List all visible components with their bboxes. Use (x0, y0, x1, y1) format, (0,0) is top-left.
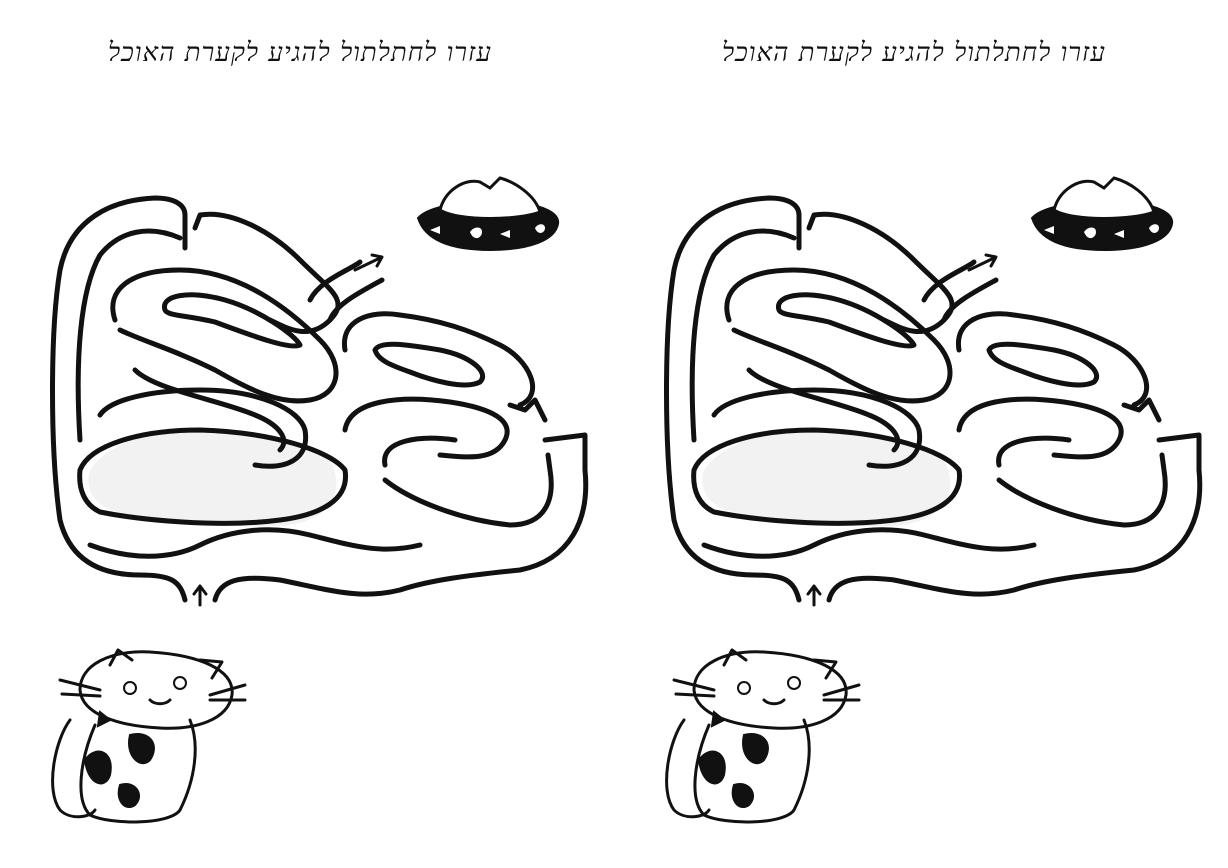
exit-arrow (353, 253, 384, 272)
maze-worksheet-right: עזרו לחתלתול להגיע לקערת האוכל (614, 0, 1228, 868)
start-arrow (192, 584, 208, 607)
maze-outer-wall-right (826, 432, 1203, 603)
food-bowl-icon (416, 176, 560, 252)
maze-outer-wall-right (212, 432, 589, 603)
kitten-icon (51, 648, 247, 824)
maze-outer-wall (664, 195, 802, 603)
maze-shaded-region (702, 430, 951, 527)
maze-worksheet-left: עזרו לחתלתול להגיע לקערת האוכל (50, 38, 589, 824)
instruction-text: עזרו לחתלתול להגיע לקערת האוכל (108, 38, 492, 68)
maze-illustration (50, 176, 589, 824)
start-arrow (806, 584, 822, 607)
exit-arrow (967, 253, 998, 272)
food-bowl-icon (1030, 176, 1174, 252)
kitten-icon (665, 648, 861, 824)
instruction-text: עזרו לחתלתול להגיע לקערת האוכל (722, 38, 1106, 68)
maze-outer-wall (50, 195, 188, 603)
maze-illustration (664, 176, 1203, 824)
maze-shaded-region (88, 430, 337, 527)
